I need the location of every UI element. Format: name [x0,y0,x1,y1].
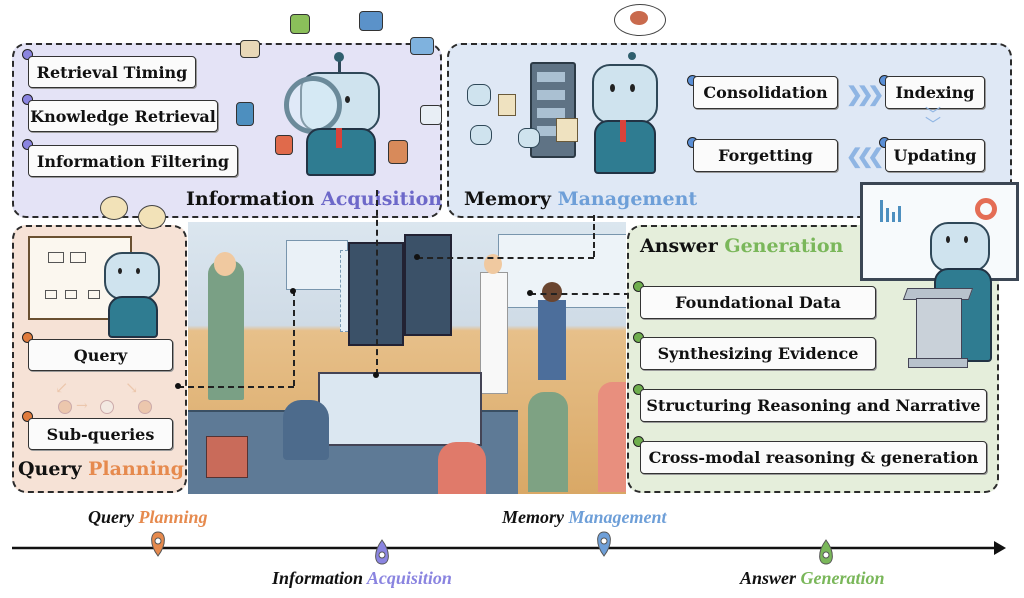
forgetting-box: Forgetting [693,139,838,172]
person-at-desk [283,400,329,460]
server-rack [404,234,452,336]
map-pin-hole [154,537,162,545]
connector-line [376,190,378,375]
connector-dot [290,288,296,294]
thought-bubble-icon [138,205,166,229]
synthesizing-evidence-box: Synthesizing Evidence [640,337,876,370]
arrow-down-left-icon: ↙ [55,378,69,397]
connector-line [530,293,630,295]
books-stack [206,436,248,478]
connector-line [417,257,594,259]
information-filtering-box: Information Filtering [28,145,238,177]
wall-screen [286,240,348,290]
label-text: Answer [740,568,797,588]
node-icon [138,400,152,414]
title-text: Query [18,458,82,480]
query-box: Query [28,339,173,371]
connector-dot [414,254,420,260]
pin-icon [22,411,33,422]
structuring-reasoning-box: Structuring Reasoning and Narrative [640,389,987,422]
connector-dot [175,383,181,389]
timeline-axis [12,531,1006,565]
title-accent-text: Management [557,188,698,210]
label-accent: Planning [138,507,208,527]
connector-dot [373,372,379,378]
office-scene-illustration [188,222,626,494]
arrow-right-icon: ❯❯❯ [846,82,884,106]
title-text: Information [186,188,315,210]
arrow-down-right-icon: ↘ [125,378,139,397]
arrow-left-icon: ❮❮❮ [846,144,884,168]
pin-icon [22,139,33,150]
title-accent-text: Acquisition [321,188,443,210]
indexing-box: Indexing [885,76,985,109]
computer-monitor [318,372,482,446]
connector-line [293,290,295,386]
pin-icon [22,332,33,343]
pin-icon [22,94,33,105]
label-text: Information [272,568,364,588]
connector-dot [527,290,533,296]
label-accent: Generation [800,568,885,588]
node-icon [100,400,114,414]
monitor-icon [410,37,434,55]
person-head [214,252,236,276]
arrow-right-icon: → [76,398,88,414]
title-text: Memory [464,188,551,210]
node-icon [58,400,72,414]
timeline-label-memory-management: Memory Management [502,507,667,528]
file-icon [236,102,254,126]
arrow-head-icon [994,541,1006,555]
brain-icon [630,11,648,25]
person-scientist [480,272,508,394]
pin-icon [22,49,33,60]
title-accent-text: Generation [724,235,844,257]
timeline-label-query-planning: Query Planning [88,507,208,528]
consolidation-box: Consolidation [693,76,838,109]
cross-modal-reasoning-box: Cross-modal reasoning & generation [640,441,987,474]
person-head [484,254,502,274]
connector-line [593,215,595,257]
map-pin-hole [378,551,386,559]
title-accent-text: Planning [88,458,184,480]
person-seated [438,442,486,494]
books-icon [388,140,408,164]
timeline-label-information-acquisition: Information Acquisition [272,568,452,589]
label-accent: Acquisition [366,568,452,588]
person-head [542,282,562,302]
query-planning-title: Query Planning [18,458,184,480]
information-acquisition-title: Information Acquisition [186,188,442,210]
notes-icon [275,135,293,155]
memory-management-title: Memory Management [464,188,697,210]
title-text: Answer [640,235,718,257]
document-icon [290,14,310,34]
book-icon [240,40,260,58]
sub-queries-box: Sub-queries [28,418,173,450]
label-text: Query [88,507,134,527]
retrieval-timing-box: Retrieval Timing [28,56,196,88]
person-with-tablet [528,392,568,492]
knowledge-retrieval-box: Knowledge Retrieval [28,100,218,132]
label-text: Memory [502,507,564,527]
arrow-down-icon: ﹀﹀ [925,105,942,134]
foundational-data-box: Foundational Data [640,286,876,319]
timeline-label-answer-generation: Answer Generation [740,568,885,589]
answer-generation-title: Answer Generation [640,235,843,257]
thought-bubble-icon [100,196,128,220]
person-presenter [208,260,244,400]
updating-box: Updating [885,139,985,172]
label-accent: Management [568,507,667,527]
dashboard-screen [498,234,626,308]
map-pin-hole [822,551,830,559]
connector-line [178,386,294,388]
profile-icon [359,11,383,31]
person-analyst [538,300,566,380]
chat-icon [420,105,442,125]
person-standing [598,382,626,492]
map-pin-hole [600,537,608,545]
